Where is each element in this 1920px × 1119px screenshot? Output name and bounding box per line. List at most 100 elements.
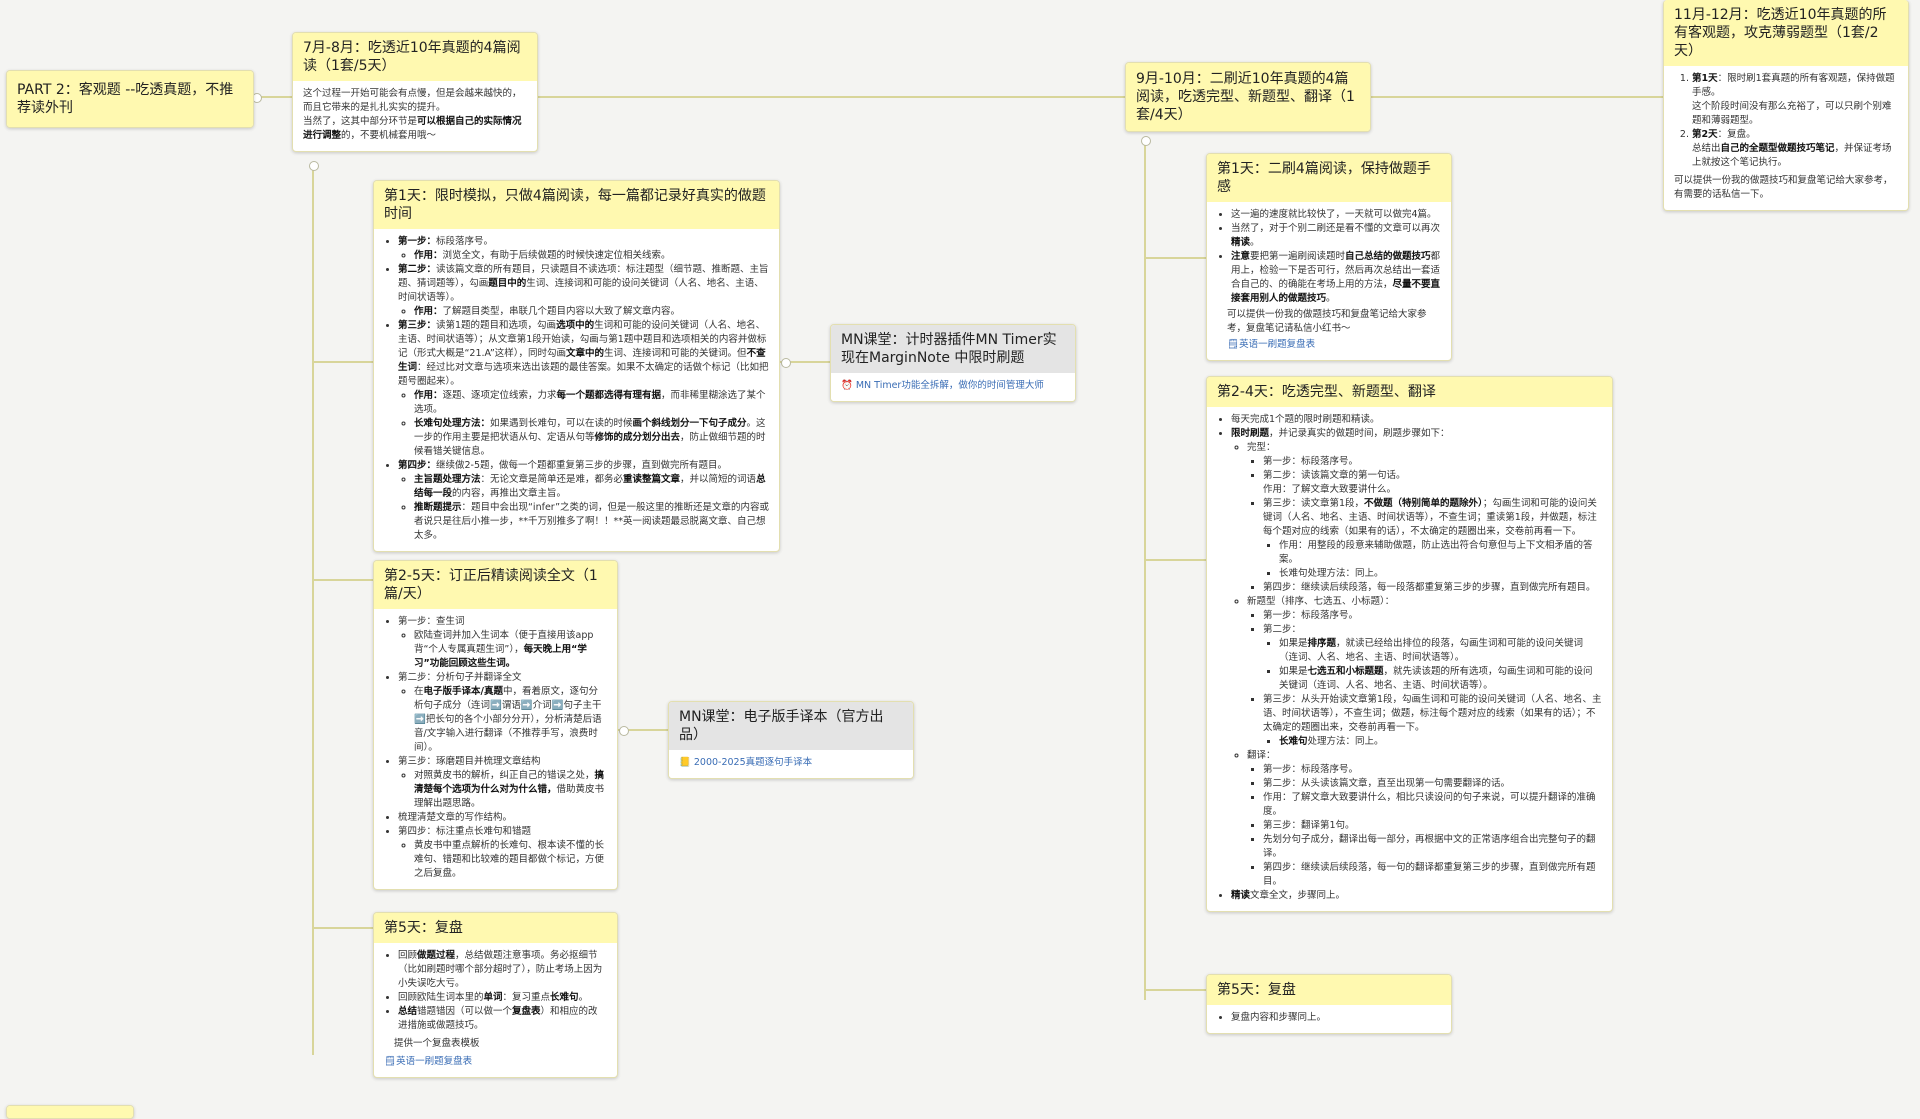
list-item: 第三步：读第1题的题目和选项，勾画选项中的生词和可能的设问关键词（人名、地名、主… — [398, 319, 769, 459]
list-item: 作用：了解题目类型，串联几个题目内容以大致了解文章内容。 — [414, 305, 769, 319]
list-item: 长难句处理方法：同上。 — [1279, 735, 1602, 749]
node-note: 这一遍的速度就比较快了，一天就可以做完4篇。 当然了，对于个别二刷还是看不懂的文… — [1207, 202, 1451, 360]
list-item: 如果是七选五和小标题题，就先读该题的所有选项，勾画生词和可能的设问关键词（连词、… — [1279, 665, 1602, 693]
list-item: 精读文章全文，步骤同上。 — [1231, 889, 1602, 903]
book-link[interactable]: 📒 2000-2025真题逐句手译本 — [679, 757, 813, 768]
list-item: 长难句处理方法：同上。 — [1279, 567, 1602, 581]
list-item: 第二步：读该篇文章的所有题目，只读题目不读选项：标注题型（细节题、推断题、主旨题… — [398, 263, 769, 319]
node-title: 11月-12月：吃透近10年真题的所有客观题，攻克薄弱题型（1套/2天） — [1664, 0, 1908, 66]
note-bold: 可以根据自己的实际情况进行调整 — [303, 116, 522, 141]
node-nov-dec[interactable]: 11月-12月：吃透近10年真题的所有客观题，攻克薄弱题型（1套/2天） 第1天… — [1663, 0, 1909, 211]
list-item: 作用：浏览全文，有助于后续做题的时候快速定位相关线索。 — [414, 249, 769, 263]
node-title: 9月-10月：二刷近10年真题的4篇阅读，吃透完型、新题型、翻译（1套/4天） — [1126, 63, 1370, 131]
list-item: 当然了，对于个别二刷还是看不懂的文章可以再次精读。 — [1231, 222, 1441, 250]
list-item: 第二步：分析句子并翻译全文 在电子版手译本/真题中，看着原文，逐句分析句子成分（… — [398, 671, 607, 755]
node-mn-timer[interactable]: MN课堂：计时器插件MN Timer实现在MarginNote 中限时刷题 ⏰ … — [830, 324, 1076, 402]
node-title: 第5天：复盘 — [374, 913, 617, 943]
node-note: 回顾做题过程，总结做题注意事项。务必抠细节（比如刷题时哪个部分超时了），防止考场… — [374, 943, 617, 1077]
note-text: 当然了，这其中部分环节是 — [303, 116, 418, 127]
list-item: 回顾做题过程，总结做题注意事项。务必抠细节（比如刷题时哪个部分超时了），防止考场… — [398, 949, 607, 991]
list-item: 黄皮书中重点解析的长难句、根本读不懂的长难句、错题和比较难的题目都做个标记，方便… — [414, 839, 607, 881]
timer-link[interactable]: ⏰ MN Timer功能全拆解，做你的时间管理大师 — [841, 380, 1044, 391]
node-sep-day2-4[interactable]: 第2-4天：吃透完型、新题型、翻译 每天完成1个题的限时刷题和精读。 限时刷题，… — [1206, 376, 1613, 912]
list-item: 先划分句子成分，翻译出每一部分，再根据中文的正常语序组合出完整句子的翻译。 — [1263, 833, 1602, 861]
node-day1[interactable]: 第1天：限时模拟，只做4篇阅读，每一篇都记录好真实的做题时间 第一步：标段落序号… — [373, 180, 780, 552]
note-text: 提供一个复盘表模板 — [394, 1038, 480, 1049]
list-item: 第三步：读文章第1段，不做题（特别简单的题除外）；勾画生词和可能的设问关键词（人… — [1263, 497, 1602, 581]
node-title: MN课堂：电子版手译本（官方出品） — [669, 702, 913, 750]
list-item: 第三步：从头开始读文章第1段，勾画生词和可能的设问关键词（人名、地名、主语、时间… — [1263, 693, 1602, 749]
list-item: 第二步：从头读该篇文章，直至出现第一句需要翻译的话。 — [1263, 777, 1602, 791]
node-note: 这个过程一开始可能会有点慢，但是会越来越快的，而且它带来的是扎扎实实的提升。 当… — [293, 81, 537, 151]
review-sheet-link[interactable]: 🗒英语一刷题复盘表 — [384, 1056, 473, 1067]
list-item: 第一步：标段落序号。 作用：浏览全文，有助于后续做题的时候快速定位相关线索。 — [398, 235, 769, 263]
list-item: 翻译： 第一步：标段落序号。 第二步：从头读该篇文章，直至出现第一句需要翻译的话… — [1247, 749, 1602, 889]
list-item: 第2天：复盘。总结出自己的全题型做题技巧笔记，并保证考场上就按这个笔记执行。 — [1692, 128, 1898, 170]
node-sep-day1[interactable]: 第1天：二刷4篇阅读，保持做题手感 这一遍的速度就比较快了，一天就可以做完4篇。… — [1206, 153, 1452, 361]
list-item: 回顾欧陆生词本里的单词：复习重点长难句。 — [398, 991, 607, 1005]
list-item: 作用：了解文章大致要讲什么，相比只读设问的句子来说，可以提升翻译的准确度。 — [1263, 791, 1602, 819]
node-title: 7月-8月：吃透近10年真题的4篇阅读（1套/5天） — [293, 33, 537, 81]
node-partial[interactable] — [6, 1105, 134, 1119]
list-item: 在电子版手译本/真题中，看着原文，逐句分析句子成分（连词➡️谓语➡️介词➡️句子… — [414, 685, 607, 755]
node-day5[interactable]: 第5天：复盘 回顾做题过程，总结做题注意事项。务必抠细节（比如刷题时哪个部分超时… — [373, 912, 618, 1078]
node-title: 第1天：限时模拟，只做4篇阅读，每一篇都记录好真实的做题时间 — [374, 181, 779, 229]
node-title: 第5天：复盘 — [1207, 975, 1451, 1005]
note-text: 可以提供一份我的做题技巧和复盘笔记给大家参考，复盘笔记请私信小红书～ — [1227, 309, 1427, 334]
node-sep-day5[interactable]: 第5天：复盘 复盘内容和步骤同上。 — [1206, 974, 1452, 1034]
list-item: 第四步：继续读后续段落，每一段落都重复第三步的步骤，直到做完所有题目。 — [1263, 581, 1602, 595]
node-note: 第1天：限时刷1套真题的所有客观题，保持做题手感。这个阶段时间没有那么充裕了，可… — [1664, 66, 1908, 210]
node-day2-5[interactable]: 第2-5天：订正后精读阅读全文（1篇/天） 第一步：查生词 欧陆查词并加入生词本… — [373, 560, 618, 890]
collapse-handle[interactable] — [1141, 136, 1151, 146]
list-item: 复盘内容和步骤同上。 — [1231, 1011, 1441, 1025]
collapse-handle[interactable] — [781, 358, 791, 368]
node-note: 每天完成1个题的限时刷题和精读。 限时刷题，并记录真实的做题时间，刷题步骤如下：… — [1207, 407, 1612, 911]
list-item: 第1天：限时刷1套真题的所有客观题，保持做题手感。这个阶段时间没有那么充裕了，可… — [1692, 72, 1898, 128]
node-jul-aug[interactable]: 7月-8月：吃透近10年真题的4篇阅读（1套/5天） 这个过程一开始可能会有点慢… — [292, 32, 538, 152]
note-text: 这个过程一开始可能会有点慢，但是会越来越快的，而且它带来的是扎扎实实的提升。 — [303, 88, 522, 113]
list-item: 限时刷题，并记录真实的做题时间，刷题步骤如下： 完型： 第一步：标段落序号。 第… — [1231, 427, 1602, 889]
list-item: 第二步：读该篇文章的第一句话。作用：了解文章大致要讲什么。 — [1263, 469, 1602, 497]
list-item: 第一步：标段落序号。 — [1263, 763, 1602, 777]
node-part2[interactable]: PART 2：客观题 --吃透真题，不推荐读外刊 — [6, 70, 254, 128]
note-text: 的，不要机械套用哦～ — [341, 130, 437, 141]
collapse-handle[interactable] — [619, 726, 629, 736]
list-item: 作用：用整段的段意来辅助做题，防止选出符合句意但与上下文相矛盾的答案。 — [1279, 539, 1602, 567]
list-item: 第四步：继续读后续段落，每一句的翻译都重复第三步的步骤，直到做完所有题目。 — [1263, 861, 1602, 889]
list-item: 新题型（排序、七选五、小标题）： 第一步：标段落序号。 第二步： 如果是排序题，… — [1247, 595, 1602, 749]
node-note: 第一步：标段落序号。 作用：浏览全文，有助于后续做题的时候快速定位相关线索。 第… — [374, 229, 779, 551]
list-item: 每天完成1个题的限时刷题和精读。 — [1231, 413, 1602, 427]
list-item: 完型： 第一步：标段落序号。 第二步：读该篇文章的第一句话。作用：了解文章大致要… — [1247, 441, 1602, 595]
node-title: 第2-5天：订正后精读阅读全文（1篇/天） — [374, 561, 617, 609]
list-item: 主旨题处理方法：无论文章是简单还是难，都务必重读整篇文章，并以简短的词语总结每一… — [414, 473, 769, 501]
list-item: 这一遍的速度就比较快了，一天就可以做完4篇。 — [1231, 208, 1441, 222]
node-note: 复盘内容和步骤同上。 — [1207, 1005, 1451, 1033]
list-item: 对照黄皮书的解析，纠正自己的错误之处，搞清楚每个选项为什么对为什么错，借助黄皮书… — [414, 769, 607, 811]
list-item: 欧陆查词并加入生词本（便于直接用该app背“个人专属真题生词”），每天晚上用“学… — [414, 629, 607, 671]
node-title: 第1天：二刷4篇阅读，保持做题手感 — [1207, 154, 1451, 202]
list-item: 第三步：翻译第1句。 — [1263, 819, 1602, 833]
list-item: 第一步：标段落序号。 — [1263, 455, 1602, 469]
list-item: 第二步： 如果是排序题，就读已经给出排位的段落，勾画生词和可能的设问关键词（连词… — [1263, 623, 1602, 693]
node-title: 第2-4天：吃透完型、新题型、翻译 — [1207, 377, 1612, 407]
collapse-handle[interactable] — [309, 161, 319, 171]
list-item: 第一步：标段落序号。 — [1263, 609, 1602, 623]
list-item: 第一步：查生词 欧陆查词并加入生词本（便于直接用该app背“个人专属真题生词”）… — [398, 615, 607, 671]
review-sheet-link[interactable]: 🗒英语一刷题复盘表 — [1227, 339, 1316, 350]
list-item: 梳理清楚文章的写作结构。 — [398, 811, 607, 825]
list-item: 如果是排序题，就读已经给出排位的段落，勾画生词和可能的设问关键词（连词、人名、地… — [1279, 637, 1602, 665]
list-item: 推断题提示：题目中会出现“infer”之类的词，但是一般这里的推断还是文章的内容… — [414, 501, 769, 543]
list-item: 第四步：继续做2-5题，做每一个题都重复第三步的步骤，直到做完所有题目。 主旨题… — [398, 459, 769, 543]
list-item: 注意要把第一遍刷阅读题时自己总结的做题技巧都用上，检验一下是否可行，然后再次总结… — [1231, 250, 1441, 306]
list-item: 长难句处理方法：如果遇到长难句，可以在读的时候画个斜线划分一下句子成分。这一步的… — [414, 417, 769, 459]
list-item: 第三步：琢磨题目并梳理文章结构 对照黄皮书的解析，纠正自己的错误之处，搞清楚每个… — [398, 755, 607, 811]
list-item: 作用：逐题、逐项定位线索，力求每一个题都选得有理有据，而非稀里糊涂选了某个选项。 — [414, 389, 769, 417]
list-item: 总结错题错因（可以做一个复盘表）和相应的改进措施或做题技巧。 — [398, 1005, 607, 1033]
note-text: 可以提供一份我的做题技巧和复盘笔记给大家参考，有需要的话私信一下。 — [1674, 175, 1893, 200]
list-item: 第四步：标注重点长难句和错题 黄皮书中重点解析的长难句、根本读不懂的长难句、错题… — [398, 825, 607, 881]
node-title: PART 2：客观题 --吃透真题，不推荐读外刊 — [7, 71, 253, 127]
node-mn-book[interactable]: MN课堂：电子版手译本（官方出品） 📒 2000-2025真题逐句手译本 — [668, 701, 914, 779]
node-title: MN课堂：计时器插件MN Timer实现在MarginNote 中限时刷题 — [831, 325, 1075, 373]
node-sep-oct[interactable]: 9月-10月：二刷近10年真题的4篇阅读，吃透完型、新题型、翻译（1套/4天） — [1125, 62, 1371, 132]
